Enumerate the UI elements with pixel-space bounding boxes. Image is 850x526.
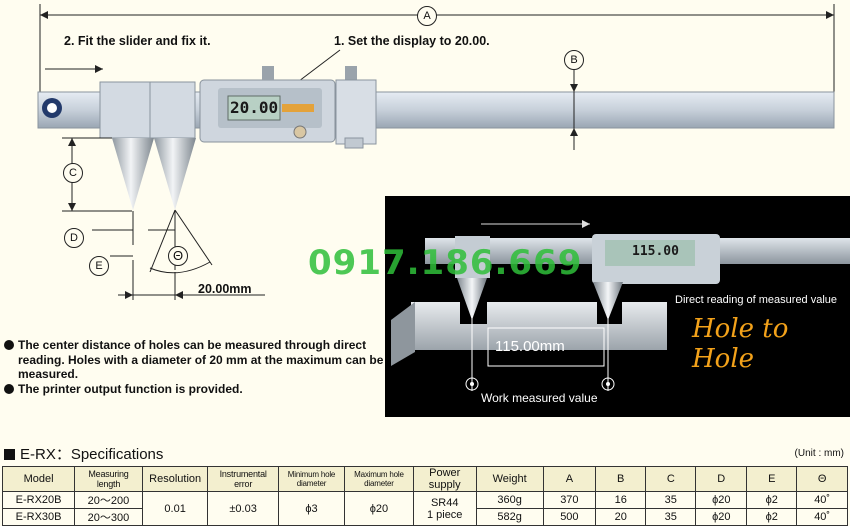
cell-theta: 40˚ [796,491,848,509]
cell-weight: 360g [475,491,544,509]
direct-reading-caption: Direct reading of measured value [675,294,838,306]
cell-theta: 40˚ [796,508,848,526]
hole-to-hole-slogan: Hole to Hole [692,314,789,374]
caliper-display-reading: 20.00 [230,98,279,117]
col-header: Θ [796,466,848,492]
table-row: E-RX30B 20～300 582g 500 20 35 ϕ20 ϕ2 40˚ [1,508,848,526]
product-photo: 115.00 Direct reading of measured value … [385,196,850,417]
caliper-drawing [37,4,835,300]
offset-dimension-label: 20.00mm [198,282,252,296]
col-header: Weight [475,466,544,492]
power-supply-battery: SR44 [430,496,459,509]
work-measured-caption: Work measured value [481,391,598,405]
cell-e: ϕ2 [746,491,798,509]
specs-title-text: E-RX：Specifications [20,446,164,463]
cell-max-hole: ϕ20 [344,491,414,526]
col-header: C [645,466,697,492]
col-header: Instrumental error [207,466,279,492]
theta-label: Θ [168,246,188,266]
col-header: Power supply [412,466,477,492]
col-header: Resolution [141,466,209,492]
measured-value-label: 115.00mm [495,338,565,355]
cell-b: 20 [595,508,647,526]
dimension-a-label: A [417,6,437,26]
cell-model: E-RX20B [1,491,76,509]
col-header: Measuring length [74,466,143,492]
col-header: D [695,466,748,492]
phone-watermark: 0917.186.669 [308,243,583,283]
dimension-d-label: D [64,228,84,248]
feature-list: The center distance of holes can be meas… [4,338,384,396]
cell-c: 35 [645,491,697,509]
power-supply-count: 1 piece [426,508,463,521]
dimension-b-label: B [564,50,584,70]
square-bullet-icon [4,449,15,460]
specs-table: Model Measuring length Resolution Instru… [1,466,848,526]
table-header-row: Model Measuring length Resolution Instru… [1,466,848,492]
cell-b: 16 [595,491,647,509]
cell-length: 20～200 [74,491,143,509]
cell-a: 500 [542,508,597,526]
cell-min-hole: ϕ3 [277,491,346,526]
feature-item: The printer output function is provided. [4,382,384,397]
cell-length: 20～300 [74,508,143,526]
cell-a: 370 [542,491,597,509]
cell-e: ϕ2 [746,508,798,526]
cell-c: 35 [645,508,697,526]
cell-model: E-RX30B [1,508,76,526]
cell-instrumental-error: ±0.03 [207,491,279,526]
cell-resolution: 0.01 [141,491,209,526]
specs-title: E-RX：Specifications [4,443,163,464]
col-header: B [595,466,647,492]
cell-d: ϕ20 [695,508,748,526]
specs-unit: (Unit : mm) [794,448,844,459]
col-header: Model [1,466,76,492]
photo-illustration [391,220,850,391]
step-set-display: 1. Set the display to 20.00. [334,34,490,48]
step-fit-slider: 2. Fit the slider and fix it. [64,34,211,48]
col-header: Minimum hole diameter [277,466,346,492]
photo-display-reading: 115.00 [632,244,679,259]
dimension-c-label: C [63,163,83,183]
cell-weight: 582g [475,508,544,526]
feature-item: The center distance of holes can be meas… [4,338,384,382]
col-header: E [746,466,798,492]
col-header: Maximum hole diameter [344,466,414,492]
dimension-e-label: E [89,256,109,276]
cell-d: ϕ20 [695,491,748,509]
col-header: A [542,466,597,492]
